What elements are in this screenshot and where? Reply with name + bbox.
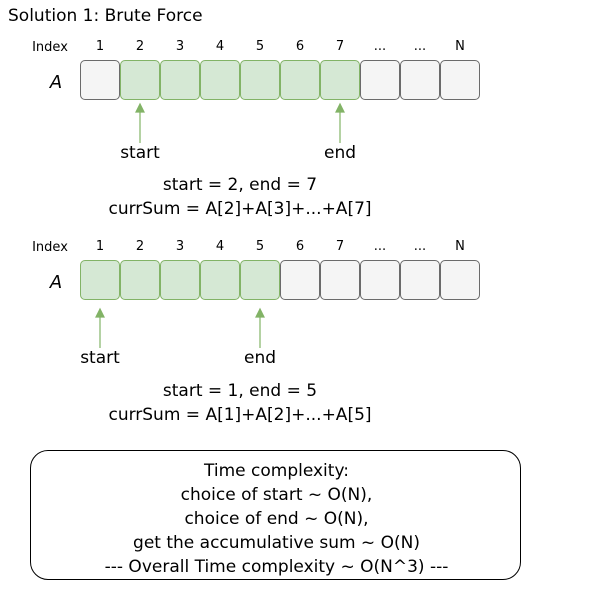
complexity-box: Time complexity: choice of start ~ O(N),… (30, 450, 521, 580)
array-cell (160, 260, 200, 300)
index-cell-label: 3 (175, 39, 185, 54)
index-cell-label: 7 (335, 239, 345, 254)
index-cell-label: 4 (215, 39, 225, 54)
array-cell (200, 60, 240, 100)
index-cell-label: 2 (135, 239, 145, 254)
start-pointer-arrowhead-2 (95, 307, 105, 318)
index-cell-label: 6 (295, 39, 305, 54)
start-pointer-arrowhead-1 (135, 102, 145, 113)
diagram-title: Solution 1: Brute Force (8, 6, 203, 26)
index-cell-label: 2 (135, 39, 145, 54)
index-label: Index (32, 240, 68, 255)
index-cell-label: N (455, 239, 465, 254)
array-cell (80, 60, 120, 100)
array-name-label: A (49, 72, 63, 93)
end-pointer-label: end (243, 348, 277, 368)
array-cell (240, 60, 280, 100)
array-cell (200, 260, 240, 300)
index-cell-label: 5 (255, 39, 265, 54)
index-cell-label: 1 (95, 239, 105, 254)
array-cell (440, 260, 480, 300)
index-label: Index (32, 40, 68, 55)
index-cell-label: ... (373, 39, 387, 54)
complexity-summary: --- Overall Time complexity ~ O(N^3) --- (104, 557, 449, 577)
index-cell-label: 7 (335, 39, 345, 54)
array-cell (320, 60, 360, 100)
array-cell (160, 60, 200, 100)
complexity-line: get the accumulative sum ~ O(N) (133, 533, 420, 553)
index-cell-label: N (455, 39, 465, 54)
end-pointer-arrowhead-2 (255, 307, 265, 318)
index-cell-label: 1 (95, 39, 105, 54)
index-cell-label: ... (413, 239, 427, 254)
array-cell (400, 260, 440, 300)
array-cell (440, 60, 480, 100)
array-cell (280, 60, 320, 100)
index-cell-label: 4 (215, 239, 225, 254)
index-cell-label: 3 (175, 239, 185, 254)
start-pointer-label: start (120, 143, 160, 163)
curr-sum-formula: currSum = A[2]+A[3]+...+A[7] (108, 199, 372, 219)
array-name-label: A (49, 272, 63, 293)
array-cell (120, 260, 160, 300)
index-cell-label: ... (373, 239, 387, 254)
index-cell-label: ... (413, 39, 427, 54)
range-assignment-text: start = 2, end = 7 (162, 175, 318, 195)
start-pointer-label: start (80, 348, 120, 368)
complexity-heading: Time complexity: (204, 461, 349, 481)
end-pointer-arrowhead-1 (335, 102, 345, 113)
array-cell (400, 60, 440, 100)
complexity-line: choice of start ~ O(N), (180, 485, 373, 505)
index-cell-label: 6 (295, 239, 305, 254)
array-cell (280, 260, 320, 300)
array-cell (360, 260, 400, 300)
range-assignment-text: start = 1, end = 5 (162, 381, 318, 401)
curr-sum-formula: currSum = A[1]+A[2]+...+A[5] (108, 405, 372, 425)
end-pointer-label: end (323, 143, 357, 163)
index-cell-label: 5 (255, 239, 265, 254)
array-cell (240, 260, 280, 300)
array-cell (360, 60, 400, 100)
complexity-line: choice of end ~ O(N), (184, 509, 369, 529)
array-cell (320, 260, 360, 300)
array-cell (80, 260, 120, 300)
array-cell (120, 60, 160, 100)
